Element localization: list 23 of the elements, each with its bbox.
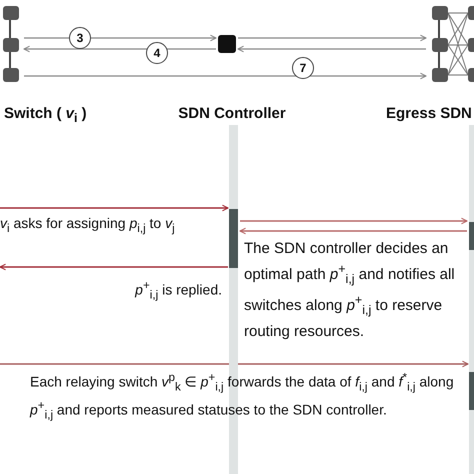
arrow [239, 228, 467, 234]
header-label: SDN Controller [177, 104, 287, 123]
edge-label: Each relaying switch v$^{p}$$_{k}$ ∈ p$^{+}$$_{i,j}$ forwards the data of f$_{i,j}$ and f$^{*}$$_{i,j}$ along p$^{+}$$_{i,j}$ and reports measured statuses to the SDN controller. [30, 370, 455, 424]
arrow [238, 34, 427, 42]
activation-bar [469, 372, 474, 410]
arrow [237, 46, 426, 52]
activation-bar [469, 222, 474, 250]
step-number: 7 [292, 57, 314, 79]
arrow [24, 72, 427, 80]
edge-label: p$^{+}$$_{i,j}$ is replied. [134, 278, 222, 304]
arrow [24, 34, 217, 42]
arrow [0, 360, 469, 368]
header-label: Switch ( v$_{i}$ ) [4, 104, 88, 127]
edge-label: v$_{i}$ asks for assigning p$_{i,j}$ to v$_{j}$ [0, 214, 176, 237]
arrow [240, 218, 468, 224]
step-number: 4 [146, 42, 168, 64]
step-number: 3 [69, 27, 91, 49]
activation-bar [229, 209, 238, 268]
arrow [23, 46, 216, 52]
controller-square [218, 35, 236, 53]
header-label: Egress SDN [386, 104, 473, 123]
arrow [0, 204, 229, 212]
arrow [0, 264, 228, 270]
